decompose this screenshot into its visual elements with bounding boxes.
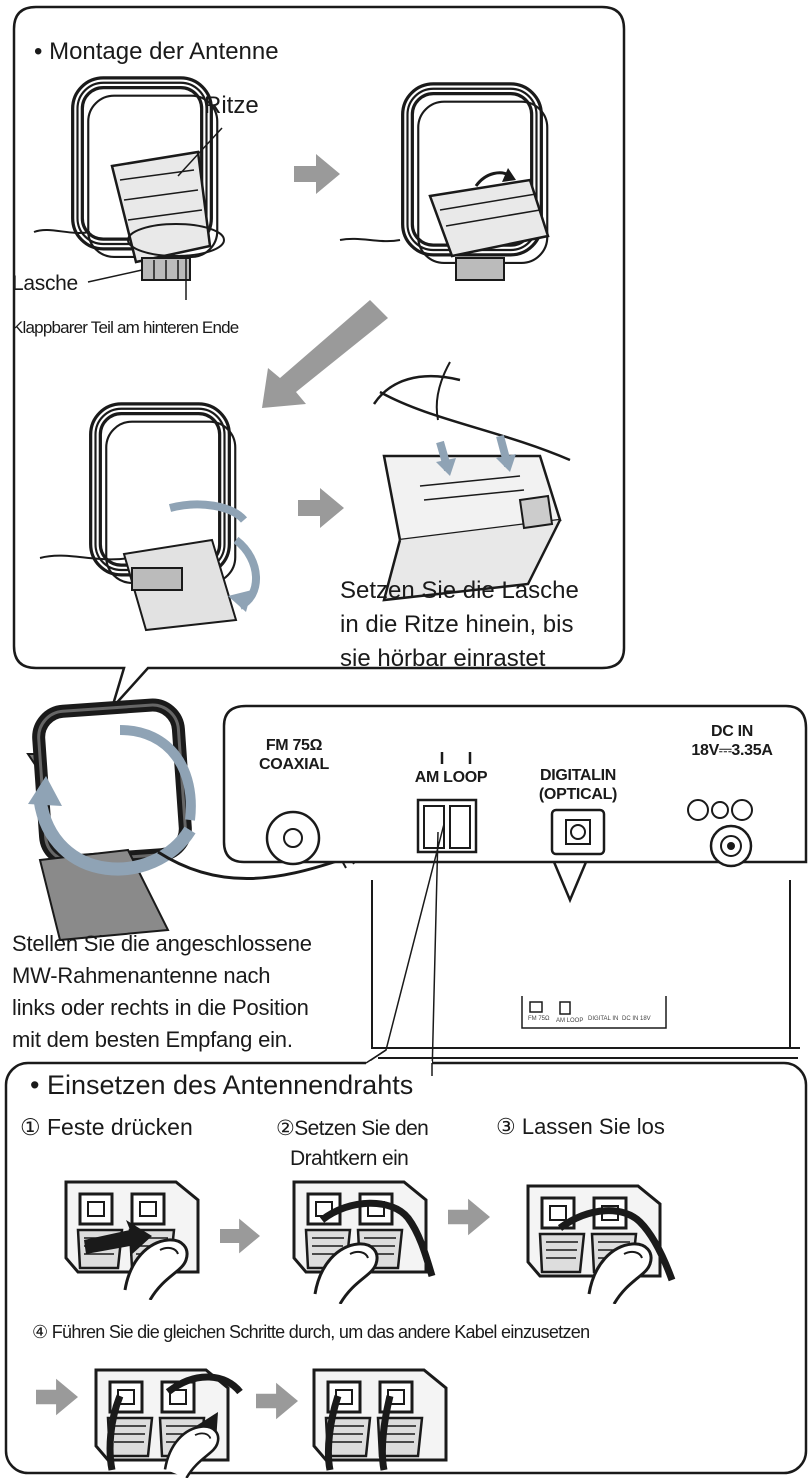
loop-antenna-step-d [372, 361, 571, 602]
rear-mini-label-dc: DC IN 18V [622, 1016, 651, 1022]
am-loop-label: AM LOOP [414, 769, 488, 786]
dc-in-label: DC IN 18V⎓3.35A [676, 722, 788, 760]
rear-panel [222, 704, 808, 904]
label-slot: Ritze [204, 92, 259, 119]
rear-mini-label-digital: DIGITAL IN [588, 1016, 619, 1022]
dc-label-line-1: DC IN [710, 723, 754, 740]
insert-note-line-3: sie hörbar einrastet [340, 645, 546, 672]
fm-label-line-2: COAXIAL [259, 756, 329, 773]
position-note-line-2: MW-Rahmenantenne nach [12, 963, 271, 988]
step-arrow-diagonal [262, 300, 388, 408]
step-3-label: ③ Lassen Sie los [496, 1114, 665, 1139]
position-note-line-3: links oder rechts in die Position [12, 995, 309, 1020]
rear-mini-label-am: AM LOOP [556, 1018, 584, 1024]
insert-note-line-1: Setzen Sie die Lasche [340, 577, 579, 604]
loop-antenna-step-c [39, 409, 260, 632]
insert-note-line-2: in die Ritze hinein, bis [340, 611, 574, 638]
mounting-title: • Montage der Antenne [34, 38, 279, 65]
position-note: Stellen Sie die angeschlossene MW-Rahmen… [12, 928, 312, 1056]
device-body [371, 880, 800, 1059]
position-note-line-1: Stellen Sie die angeschlossene [12, 931, 312, 956]
step-1-label: ① Feste drücken [20, 1114, 193, 1140]
step-2-line-1: ②Setzen Sie den [276, 1117, 429, 1140]
label-tab: Lasche [12, 272, 78, 295]
step-4-label: ④ Führen Sie die gleichen Schritte durch… [32, 1322, 590, 1342]
step-2-line-2: Drahtkern ein [290, 1147, 409, 1170]
step-2-label: ②Setzen Sie den Drahtkern ein [276, 1114, 429, 1174]
label-folding-part: Klappbarer Teil am hinteren Ende [12, 318, 239, 337]
digital-label-line-1: DIGITALIN [539, 767, 617, 784]
fm-label-line-1: FM 75Ω [265, 737, 323, 754]
loop-antenna-step-b [339, 89, 548, 281]
wire-insert-title: • Einsetzen des Antennendrahts [30, 1070, 414, 1100]
wire-step-3 [526, 1184, 676, 1304]
rear-mini-label-fm: FM 75Ω [528, 1016, 550, 1022]
wire-step-4a [94, 1368, 243, 1478]
position-note-line-4: mit dem besten Empfang ein. [12, 1027, 293, 1052]
digital-in-label: DIGITALIN (OPTICAL) [522, 766, 634, 804]
digital-label-line-2: (OPTICAL) [538, 786, 618, 803]
wire-step-4b [312, 1368, 448, 1471]
fm-coaxial-label: FM 75Ω COAXIAL [244, 736, 344, 774]
wire-step-1 [64, 1180, 200, 1300]
dc-label-line-2: 18V⎓3.35A [691, 742, 773, 759]
wire-step-2 [292, 1180, 436, 1304]
loop-antenna-standing [26, 698, 196, 942]
insert-note: Setzen Sie die Lasche in die Ritze hinei… [340, 574, 579, 676]
loop-antenna-step-a [33, 83, 225, 300]
